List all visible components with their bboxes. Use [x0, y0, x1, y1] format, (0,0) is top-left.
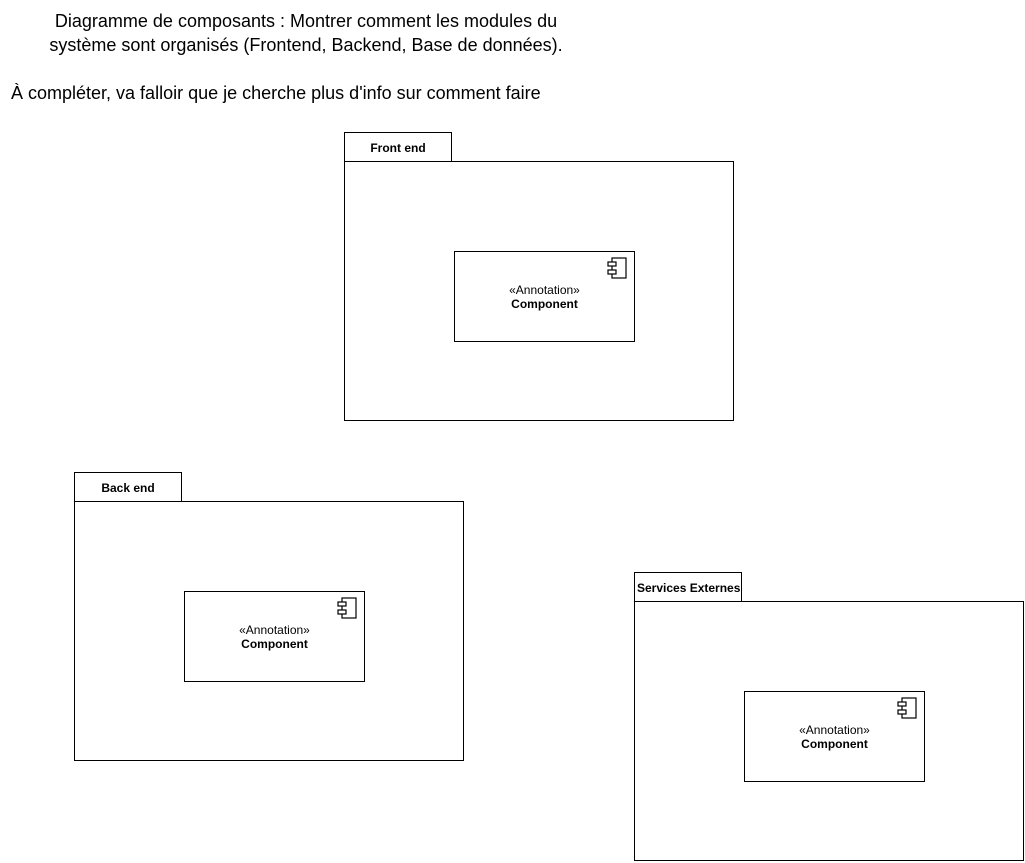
diagram-title-line-1: Diagramme de composants : Montrer commen…: [54, 11, 558, 31]
component-stereotype: «Annotation»: [239, 623, 310, 637]
component-stereotype: «Annotation»: [799, 723, 870, 737]
component-box[interactable]: «Annotation» Component: [454, 251, 635, 342]
todo-note: À compléter, va falloir que je cherche p…: [11, 83, 541, 103]
package-body: «Annotation» Component: [634, 601, 1024, 861]
package-label: Front end: [370, 141, 426, 155]
component-icon: [607, 257, 627, 279]
component-name: Component: [511, 297, 578, 311]
package-body: «Annotation» Component: [74, 501, 464, 761]
package-tab: Back end: [74, 472, 182, 501]
package-front-end[interactable]: Front end «Annotation» Component: [344, 132, 735, 422]
component-name: Component: [801, 737, 868, 751]
package-services-externes[interactable]: Services Externes «Annotation» Component: [634, 572, 1025, 862]
package-tab: Front end: [344, 132, 452, 161]
package-label: Back end: [101, 481, 155, 495]
component-box[interactable]: «Annotation» Component: [184, 591, 365, 682]
component-icon: [337, 597, 357, 619]
component-icon: [897, 697, 917, 719]
package-tab: Services Externes: [634, 572, 742, 601]
component-stereotype: «Annotation»: [509, 283, 580, 297]
diagram-title-line-2: système sont organisés (Frontend, Backen…: [49, 35, 563, 55]
component-box[interactable]: «Annotation» Component: [744, 691, 925, 782]
package-body: «Annotation» Component: [344, 161, 734, 421]
package-label: Services Externes: [637, 581, 741, 595]
package-back-end[interactable]: Back end «Annotation» Component: [74, 472, 465, 762]
component-name: Component: [241, 637, 308, 651]
